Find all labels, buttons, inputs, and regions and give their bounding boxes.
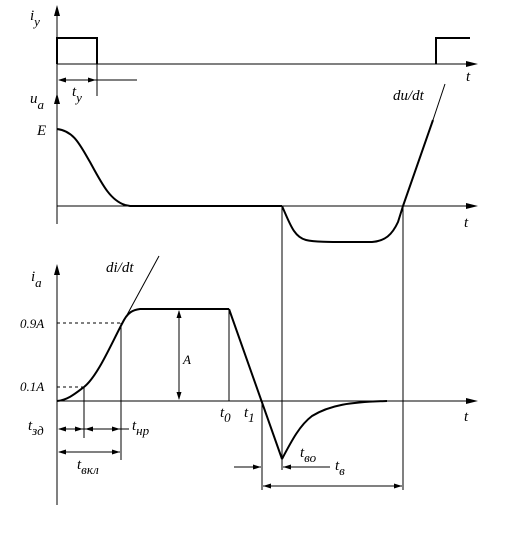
amplitude-arrow-bottom: [176, 392, 182, 400]
current-di-dt-tangent: [120, 255, 160, 327]
current-y-label: iа: [31, 269, 42, 290]
gate-current-panel: iу t tу: [30, 5, 478, 105]
voltage-t-label: t: [464, 215, 469, 231]
tvo-arrow-right: [283, 464, 291, 470]
voltage-t-axis-arrow: [466, 203, 478, 209]
current-turn-on-curve: [56, 308, 229, 402]
tv-label: tв: [335, 458, 345, 478]
tvkl-label: tвкл: [77, 457, 99, 477]
voltage-du-dt-tangent: [432, 83, 446, 121]
voltage-du-dt-label: du/dt: [393, 88, 425, 104]
tzd-arrow-left: [58, 426, 66, 432]
tnr-label: tнр: [132, 418, 150, 438]
current-y-axis-arrow: [54, 264, 60, 275]
gate-pulse-duration-label: tу: [72, 84, 82, 105]
amplitude-label: A: [182, 352, 191, 367]
voltage-y-axis-arrow: [54, 93, 60, 104]
current-turn-off-slope: [228, 308, 283, 460]
anode-voltage-panel: uа E t du/dt: [30, 83, 478, 243]
gate-pulse-2: [435, 37, 470, 64]
tnr-arrow-left: [85, 426, 93, 432]
gate-pulse-duration-arrow-right: [88, 77, 96, 83]
tv-arrow-left: [263, 483, 271, 489]
gate-t-axis-arrow: [466, 61, 478, 67]
tvkl-arrow-left: [58, 449, 66, 455]
current-t-axis-arrow: [466, 398, 478, 404]
gate-y-label: iу: [30, 8, 40, 29]
gate-t-label: t: [466, 69, 471, 85]
voltage-y-label: uа: [30, 91, 45, 112]
t0-label: t0: [220, 405, 231, 425]
level-09-label: 0.9A: [20, 316, 44, 331]
voltage-recovery-slope: [402, 119, 434, 207]
current-di-dt-label: di/dt: [106, 260, 134, 276]
tvo-arrow-left: [253, 464, 261, 470]
current-reverse-recovery-tail: [281, 400, 388, 460]
tnr-arrow-right: [112, 426, 120, 432]
voltage-turn-on-curve: [56, 128, 282, 207]
gate-y-axis-arrow: [54, 5, 60, 16]
current-t-label: t: [464, 409, 469, 425]
tzd-label: tзд: [28, 418, 44, 438]
level-01-label: 0.1A: [20, 379, 44, 394]
t1-label: t1: [244, 405, 255, 425]
tvo-label: tво: [300, 445, 317, 465]
amplitude-arrow-top: [176, 310, 182, 318]
tvkl-arrow-right: [112, 449, 120, 455]
gate-pulse-duration-arrow-left: [58, 77, 66, 83]
anode-current-panel: iа t 0.9A 0.1A di/dt A t0 t1: [20, 206, 478, 505]
voltage-reverse-curve: [281, 205, 404, 243]
gate-pulse-1: [56, 37, 98, 64]
tzd-arrow-right: [75, 426, 83, 432]
voltage-E-label: E: [36, 123, 46, 139]
tv-arrow-right: [394, 483, 402, 489]
